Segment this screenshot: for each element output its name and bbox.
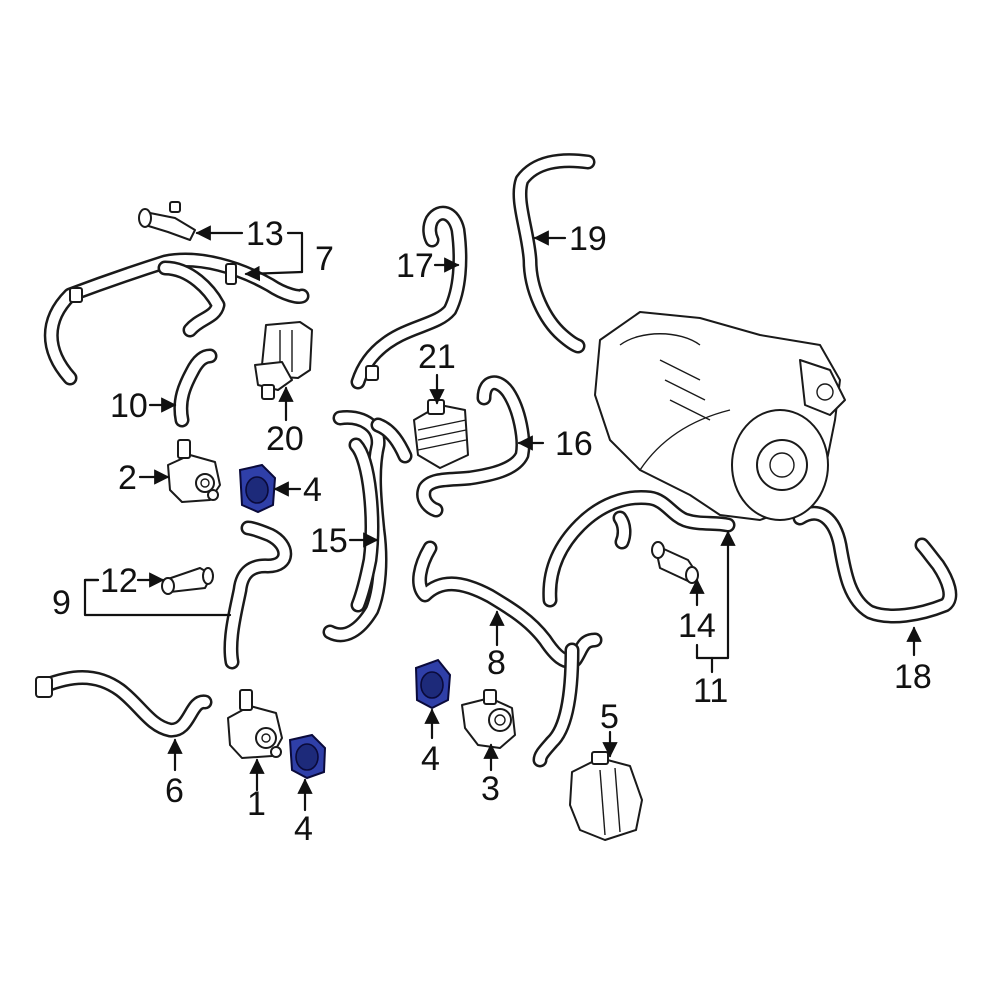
hose-18 (792, 505, 958, 624)
callout-21: 21 (418, 338, 456, 376)
callout-13: 13 (246, 215, 284, 253)
heater-5 (569, 751, 643, 841)
callout-4-lower-left: 4 (294, 810, 313, 848)
callout-1: 1 (247, 785, 266, 823)
hose-15 (322, 409, 413, 643)
callout-9: 9 (52, 584, 71, 622)
callout-14: 14 (678, 607, 716, 645)
pump-1 (227, 689, 283, 759)
callout-20: 20 (266, 420, 304, 458)
pump-2 (167, 439, 221, 503)
callout-18: 18 (894, 658, 932, 696)
hose-8 (412, 540, 603, 768)
leader-lines (83, 225, 922, 812)
hose-11 (542, 489, 736, 608)
hose-16 (416, 375, 531, 518)
hose-19 (512, 153, 596, 354)
hose-9 (223, 520, 293, 670)
heat-exchanger-21 (413, 399, 469, 469)
pump-3 (461, 689, 516, 749)
callout-11: 11 (693, 672, 728, 710)
hose-6 (35, 670, 213, 738)
drive-unit (594, 311, 846, 521)
connector-13 (138, 201, 196, 241)
callout-4-upper: 4 (303, 471, 322, 509)
callout-17: 17 (396, 247, 434, 285)
valve-20 (254, 321, 313, 400)
hose-17 (350, 205, 468, 390)
callout-12: 12 (100, 562, 138, 600)
callout-19: 19 (569, 220, 607, 258)
callout-4-center: 4 (421, 740, 440, 778)
callout-8: 8 (487, 644, 506, 682)
hose-10 (173, 348, 218, 428)
callout-10: 10 (110, 387, 148, 425)
seal-4-upper (238, 463, 277, 514)
callout-16: 16 (555, 425, 593, 463)
callout-15: 15 (310, 522, 348, 560)
seal-4-lower-left (288, 733, 327, 780)
seal-4-center (414, 658, 452, 710)
callout-7: 7 (315, 240, 334, 278)
callout-6: 6 (165, 772, 184, 810)
callout-2: 2 (118, 459, 137, 497)
hose-7 (43, 252, 310, 386)
callout-5: 5 (600, 698, 619, 736)
connector-14 (651, 541, 699, 584)
callout-3: 3 (481, 770, 500, 808)
connector-12 (161, 567, 214, 595)
